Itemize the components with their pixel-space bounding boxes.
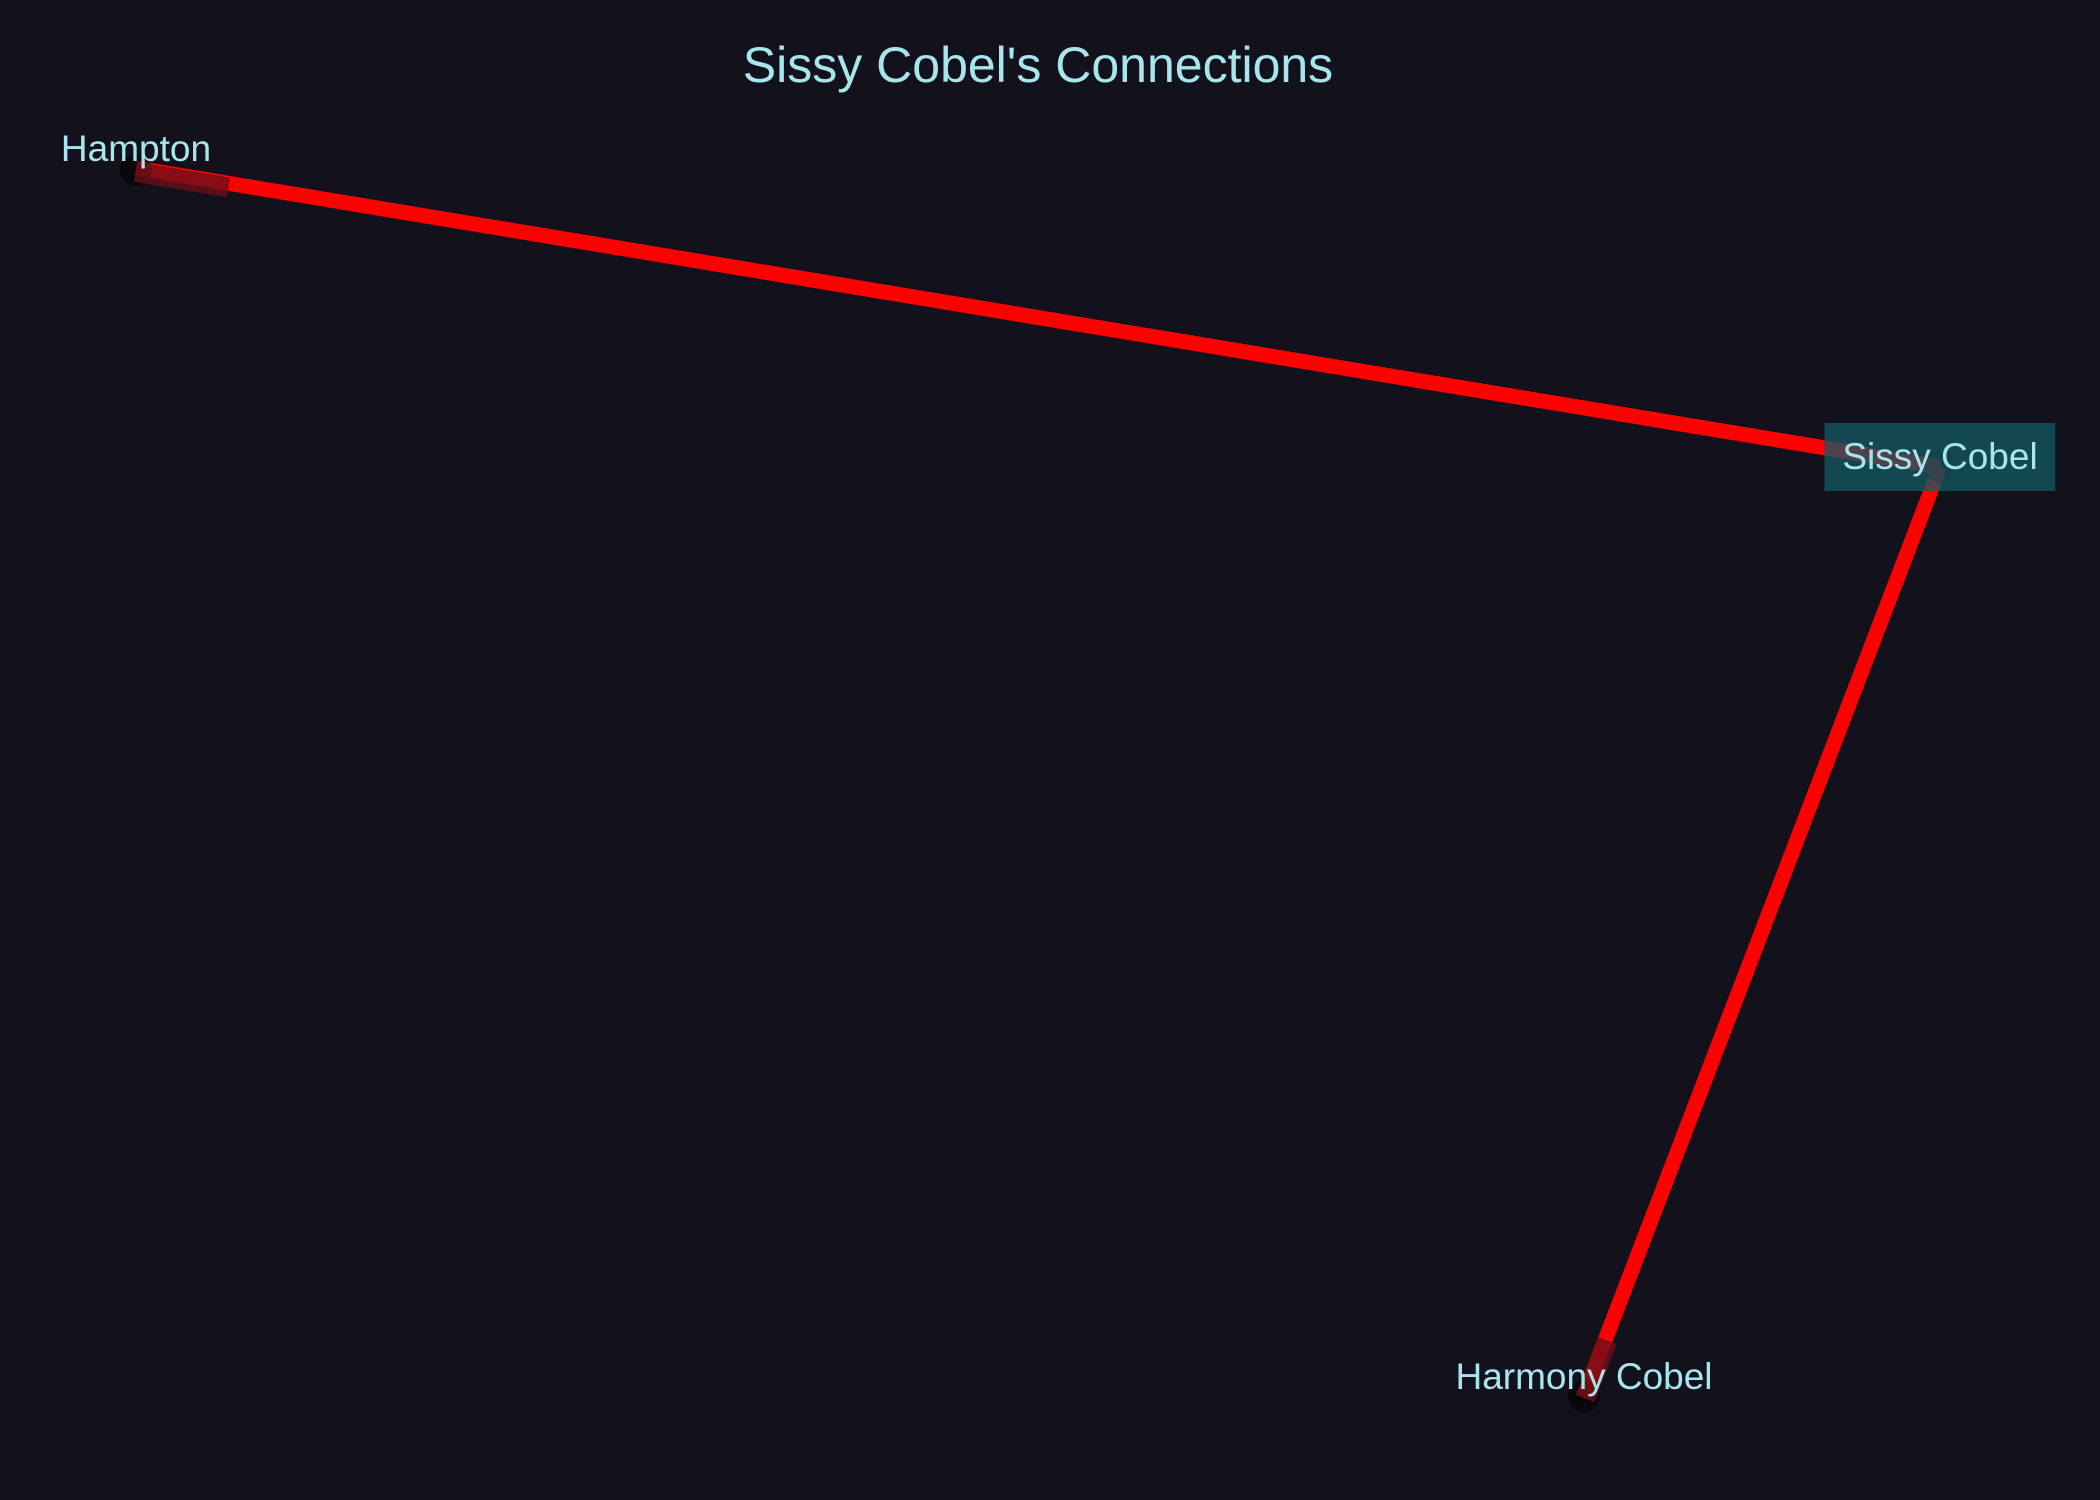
edge-hampton-sissy-cobel (134, 160, 1942, 475)
nodes-layer (120, 154, 1956, 1412)
node-label-sissy-cobel: Sissy Cobel (1824, 423, 2056, 491)
edges-layer (134, 160, 1948, 1398)
edge-arrow-hampton (134, 162, 231, 198)
node-label-hampton: Hampton (60, 128, 212, 169)
graph-title: Sissy Cobel's Connections (742, 37, 1334, 93)
edge-arrow-harmony-cobel (1575, 1337, 1617, 1403)
edge-sissy-cobel-harmony-cobel (1576, 464, 1948, 1398)
node-label-harmony-cobel: Harmony Cobel (1455, 1356, 1713, 1397)
